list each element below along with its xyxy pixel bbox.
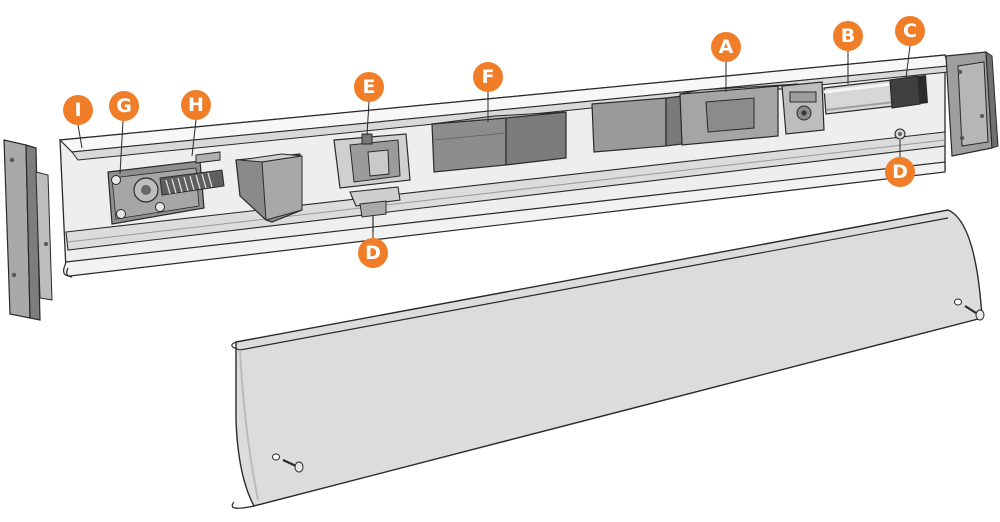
callout-d-center-label: D [365, 242, 381, 264]
callout-a-label: A [719, 36, 734, 58]
door-carriage-hanger [349, 186, 401, 232]
callout-a: A [711, 32, 741, 62]
motor-drive-controller [679, 83, 799, 146]
cover-screw-right [954, 298, 985, 321]
callout-g: G [109, 91, 139, 121]
callout-b-label: B [841, 25, 855, 47]
leader-lines [77, 45, 911, 238]
control-unit [431, 111, 567, 173]
callout-i: I [63, 95, 93, 125]
callout-e-label: E [363, 76, 376, 98]
callout-e: E [354, 72, 384, 102]
callout-i-label: I [74, 99, 81, 121]
right-end-cap [945, 51, 999, 157]
idler-pulley-assembly [107, 160, 205, 225]
electric-lock-assembly [333, 133, 411, 189]
callout-d-center: D [358, 238, 388, 268]
motor-gearbox [781, 81, 825, 135]
rail-stopper [894, 128, 906, 140]
encoder-unit [889, 75, 928, 109]
callout-d-right-label: D [892, 161, 908, 183]
callout-g-label: G [116, 95, 132, 117]
power-supply-unit [591, 95, 683, 153]
callout-f: F [473, 62, 503, 92]
callout-b: B [833, 21, 863, 51]
belt-stop-bracket [235, 153, 303, 223]
callout-c-label: C [903, 20, 917, 42]
callout-c: C [895, 16, 925, 46]
belt-tensioner-spring [159, 151, 225, 196]
front-cover-panel [231, 209, 983, 509]
callout-d-right: D [885, 157, 915, 187]
callout-h: H [181, 90, 211, 120]
left-end-cap [3, 139, 53, 321]
drive-motor [823, 79, 895, 115]
callout-f-label: F [482, 66, 495, 88]
cover-screw-left [272, 453, 304, 473]
callout-h-label: H [188, 94, 204, 116]
